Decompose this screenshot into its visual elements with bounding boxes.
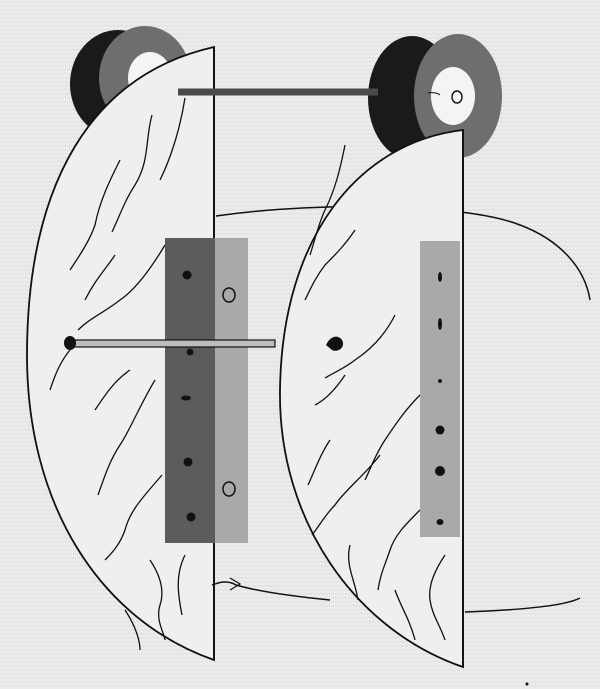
right-plate-holes bbox=[435, 272, 445, 525]
bolt-hole-icon bbox=[438, 272, 442, 282]
left-light-plate bbox=[215, 238, 248, 543]
bolt-hole-icon bbox=[186, 512, 196, 522]
right-disc-cracks bbox=[304, 144, 456, 641]
bolt-hole-icon bbox=[183, 457, 193, 467]
bolt-hole-icon bbox=[222, 481, 236, 497]
background-arc bbox=[215, 205, 591, 301]
bolt-hole-icon bbox=[182, 270, 192, 280]
bolt-hole-icon bbox=[435, 425, 445, 435]
bolt-hole-icon bbox=[181, 395, 191, 401]
middle-rod bbox=[64, 336, 344, 351]
bolt-hole-icon bbox=[222, 287, 236, 303]
speck bbox=[525, 682, 529, 686]
bolt-hole-icon bbox=[438, 318, 442, 330]
left-disc-cracks bbox=[49, 97, 186, 651]
bolt-hole-icon bbox=[438, 379, 442, 383]
left-plate-holes bbox=[181, 270, 236, 522]
background-arc-lower bbox=[464, 597, 581, 613]
bolt-hole-icon bbox=[186, 348, 194, 356]
right-wheel-icon bbox=[368, 34, 502, 160]
left-dark-plate bbox=[165, 238, 215, 543]
bolt-hole-icon bbox=[436, 519, 444, 525]
bolt-hole-icon bbox=[435, 466, 445, 476]
right-plate bbox=[420, 241, 460, 537]
bottom-link bbox=[211, 581, 331, 601]
bottom-link-tip bbox=[229, 577, 242, 591]
